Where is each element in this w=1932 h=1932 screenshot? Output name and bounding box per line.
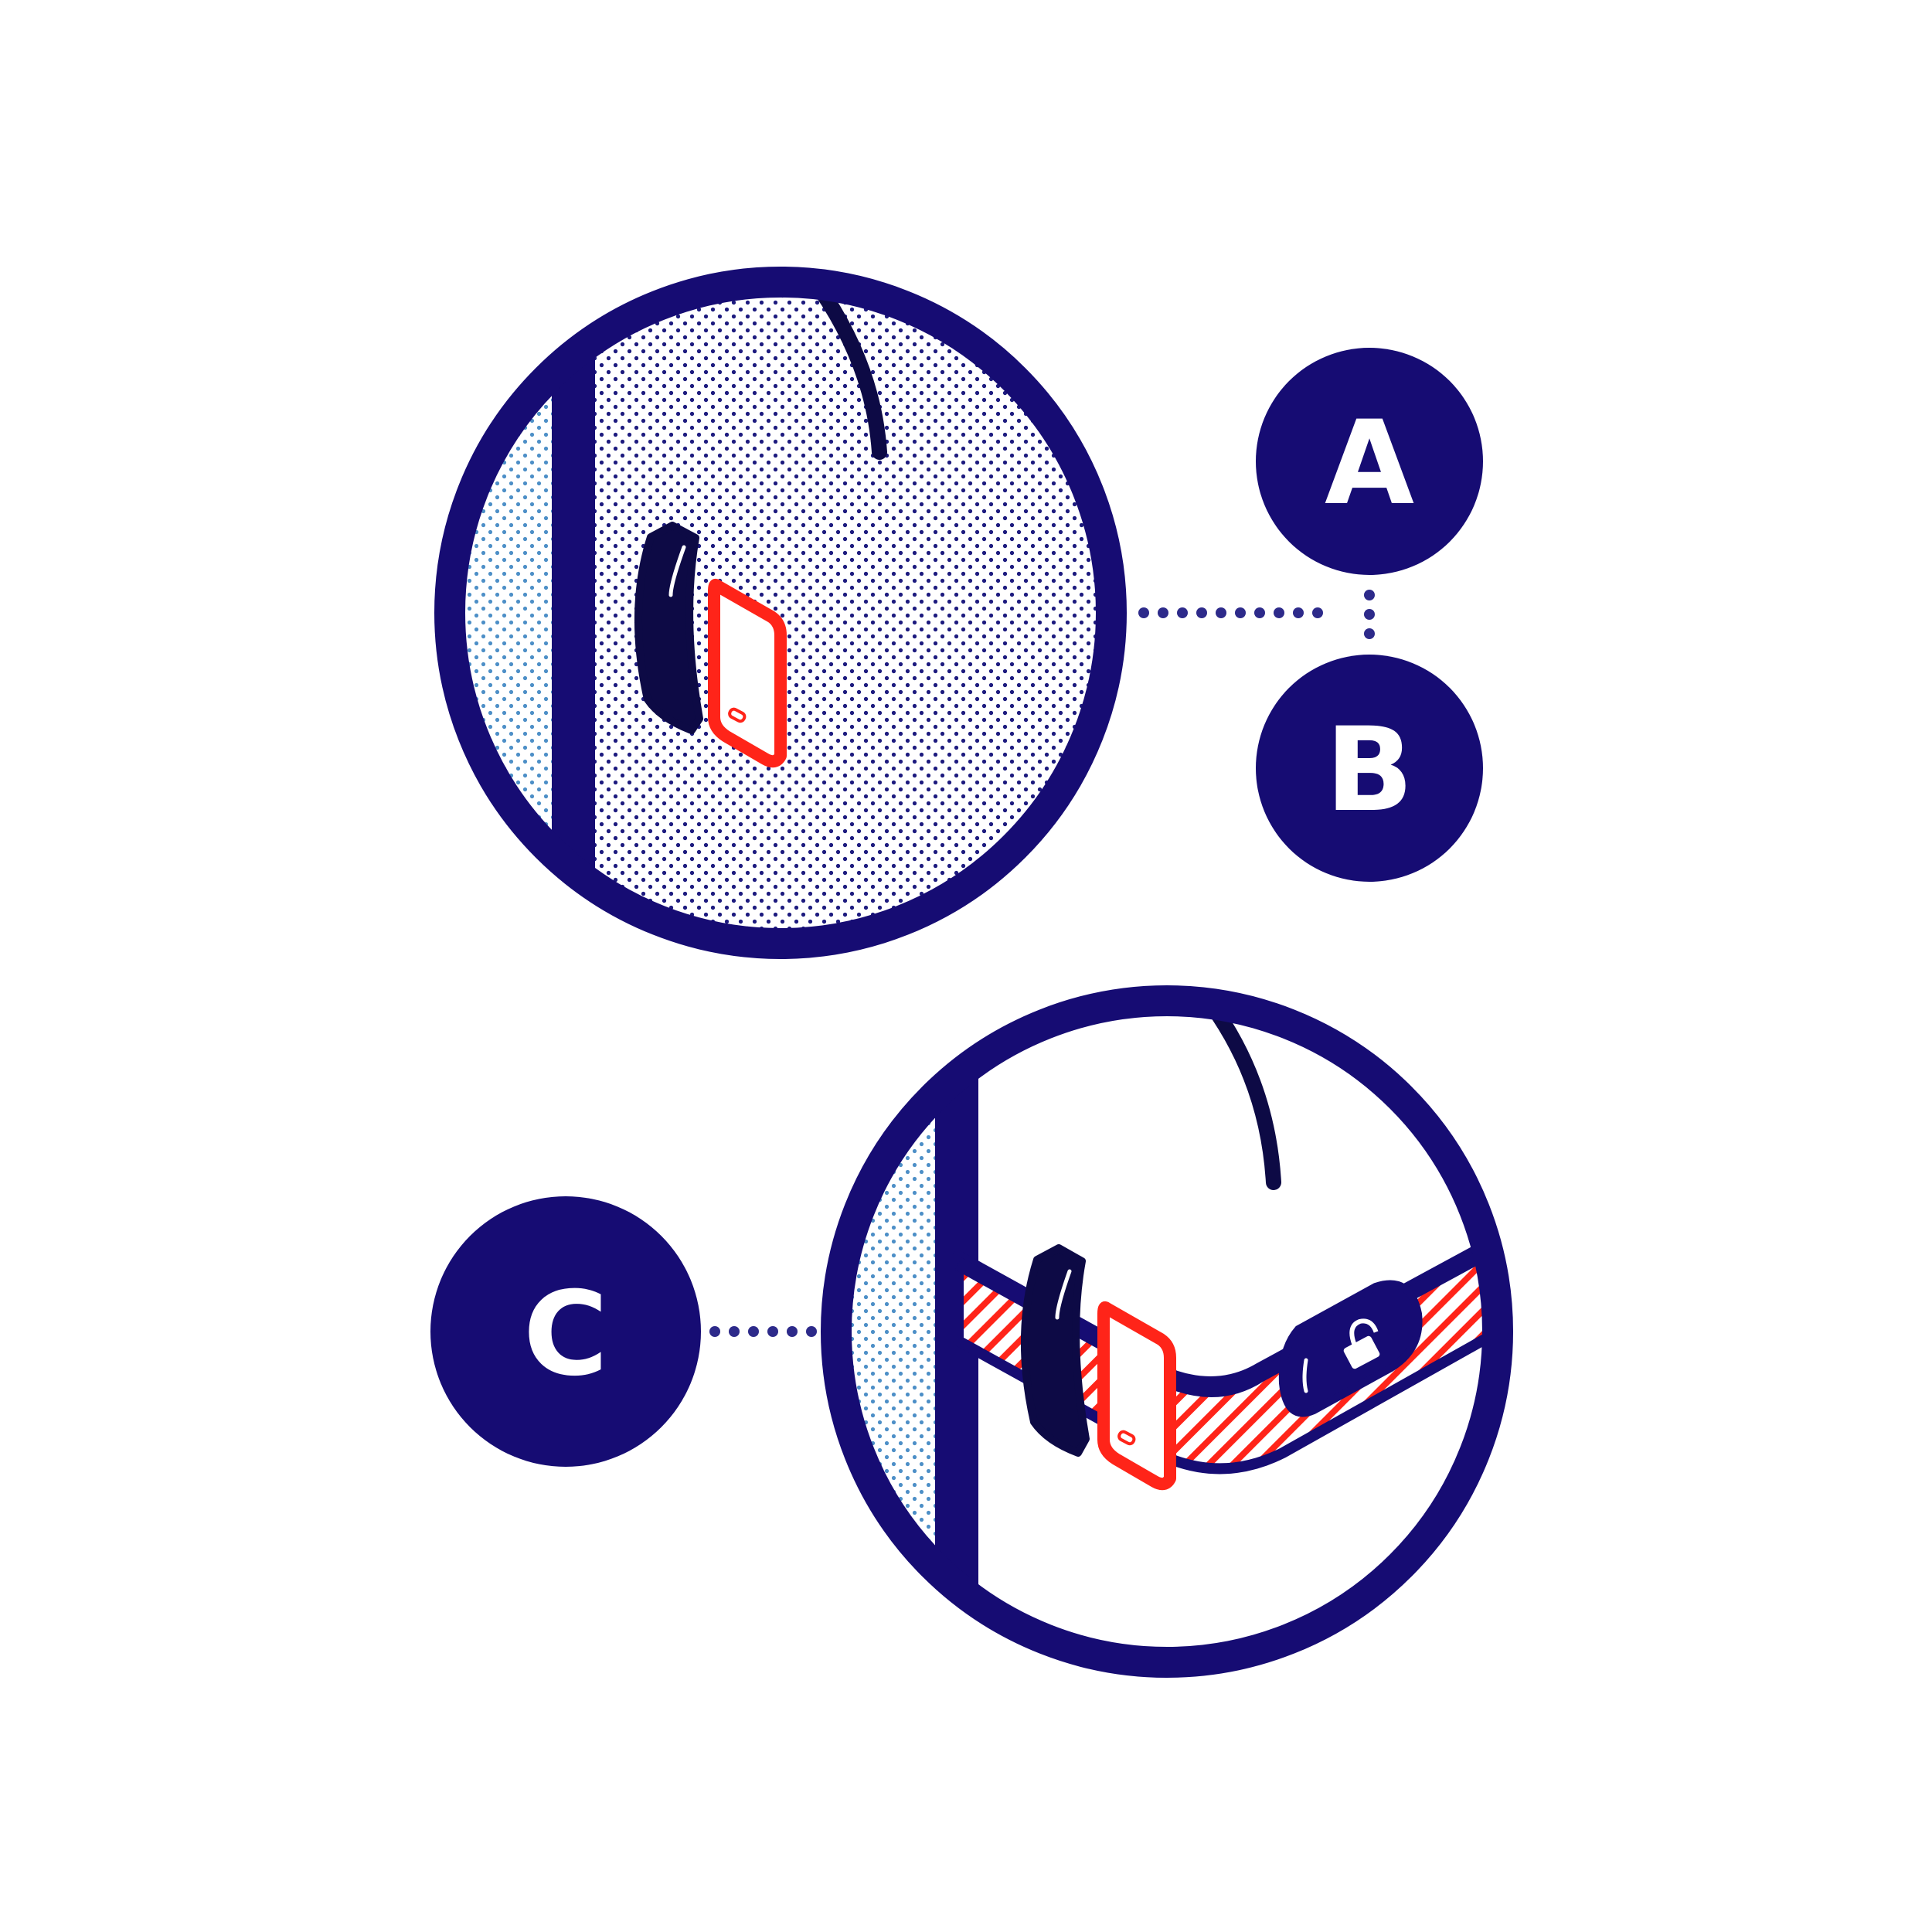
door-frame-edge xyxy=(552,282,595,944)
label-c-badge: C xyxy=(430,1196,701,1467)
label-b-badge: B xyxy=(1256,655,1483,882)
top-magnified-view xyxy=(434,267,1127,959)
magnet-icon xyxy=(708,579,787,768)
bottom-magnified-view xyxy=(821,985,1513,1678)
magnet-icon xyxy=(1097,1301,1176,1491)
door-swing-arc xyxy=(808,282,887,460)
label-a: A xyxy=(1325,396,1414,531)
label-c: C xyxy=(523,1267,608,1402)
sensor-icon xyxy=(1020,1244,1090,1457)
label-a-badge: A xyxy=(1256,348,1483,575)
lock-buckle xyxy=(1278,1280,1423,1417)
connector-bottom xyxy=(709,1326,817,1337)
connector-top xyxy=(1138,590,1375,639)
padlock-icon xyxy=(1343,1318,1380,1369)
label-b: B xyxy=(1325,703,1413,838)
sensor-icon xyxy=(634,522,703,734)
